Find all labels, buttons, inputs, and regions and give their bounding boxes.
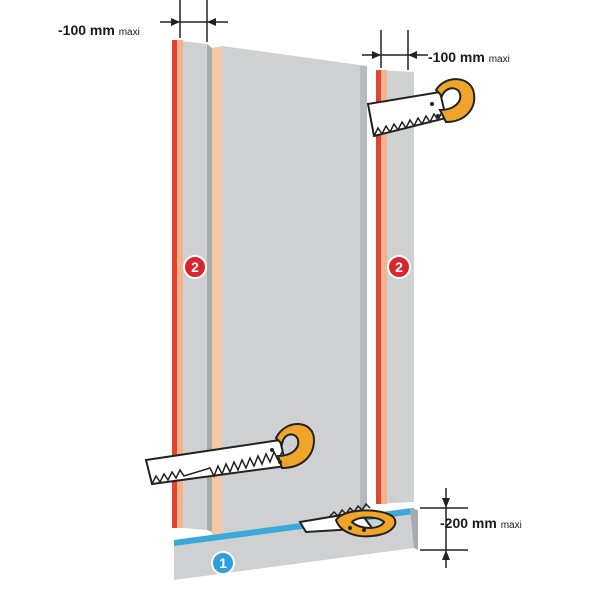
badge-number: 2: [191, 259, 199, 275]
dimension-suffix: maxi: [501, 520, 522, 531]
dimension-arrow-icon: [372, 51, 381, 59]
saw-handle: [334, 509, 397, 538]
dimension-arrow-icon: [442, 498, 450, 508]
saw-icon: [144, 423, 316, 486]
dimension-arrow-icon: [207, 18, 216, 26]
badge-number: 2: [395, 259, 403, 275]
badge-circle: [183, 255, 207, 279]
main-board-edge: [212, 46, 222, 542]
saw-rivet: [362, 528, 366, 532]
right-stud-edge-peach: [381, 70, 387, 504]
left-stud-side: [207, 44, 212, 532]
right-stud-edge-red: [376, 70, 381, 504]
left-stud-edge-red: [172, 40, 177, 528]
dimension-value: -200 mm: [440, 515, 497, 531]
dimension-label: -200 mm maxi: [440, 515, 522, 531]
saw-rivet: [278, 460, 282, 464]
dimension-arrow-icon: [171, 18, 180, 26]
main-board-face: [222, 46, 367, 542]
saw-rivet: [430, 102, 434, 106]
badge-number: 1: [219, 555, 227, 571]
left-stud-edge-peach: [177, 40, 183, 528]
bottom-rail-end: [410, 508, 418, 550]
badge-circle: [211, 551, 235, 575]
dimension-suffix: maxi: [119, 27, 140, 38]
main-board-shadow: [360, 66, 367, 510]
dimension-value: -100 mm: [58, 22, 115, 38]
dimension-bottom-right: -200 mm maxi: [420, 488, 522, 568]
saw-rivet: [270, 448, 274, 452]
saw-teeth: [329, 502, 371, 518]
main-board: [212, 46, 367, 542]
dimension-suffix: maxi: [489, 54, 510, 65]
saw-teeth: [151, 450, 283, 485]
dimension-value: -100 mm: [428, 49, 485, 65]
badge-bottom-rail: 1: [211, 551, 235, 575]
dimension-arrow-icon: [442, 550, 450, 560]
saw-teeth: [373, 111, 443, 137]
badge-right-stud: 2: [387, 255, 411, 279]
left-stud: [172, 40, 212, 532]
dimension-arrow-icon: [408, 51, 417, 59]
badge-left-stud: 2: [183, 255, 207, 279]
saw-handle: [434, 78, 476, 124]
saw-rivet: [436, 114, 440, 118]
saw-icon: [298, 502, 397, 538]
right-stud: [376, 70, 414, 504]
badge-circle: [387, 255, 411, 279]
dimension-top-left: -100 mm maxi: [58, 0, 228, 42]
saw-icon: [366, 78, 476, 138]
dimension-label: -100 mm maxi: [58, 22, 140, 38]
dimension-label: -100 mm maxi: [428, 49, 510, 65]
dimension-top-right: -100 mm maxi: [362, 30, 510, 70]
saw-rivet: [348, 526, 352, 530]
